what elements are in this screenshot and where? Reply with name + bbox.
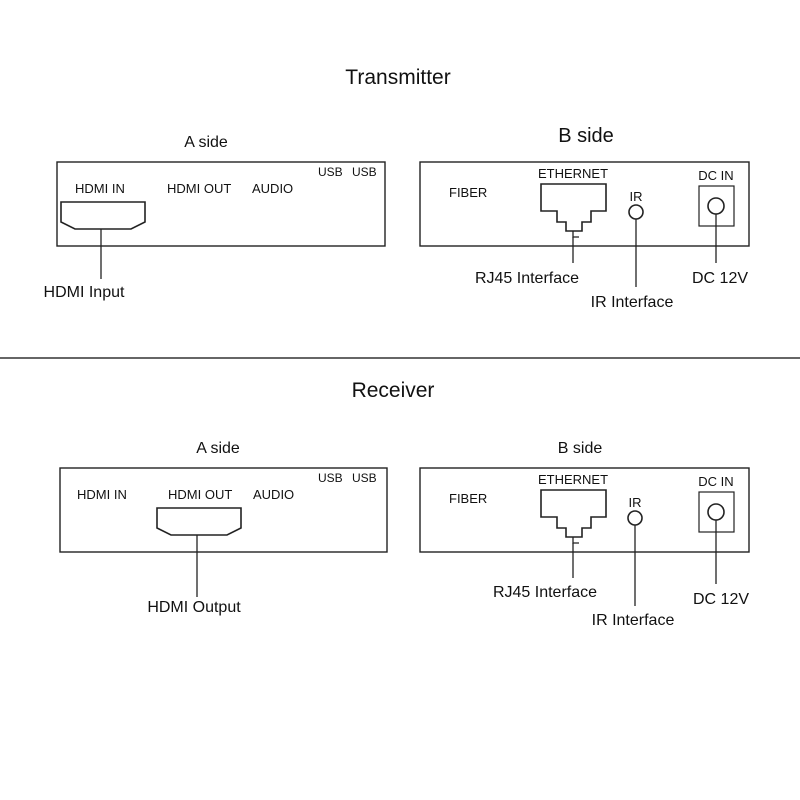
- tx-hdmi-input-callout: HDMI Input: [44, 284, 125, 301]
- tx-hdmi-in-label: HDMI IN: [75, 181, 125, 196]
- rx-a-side-title: A side: [196, 440, 240, 457]
- rx-rj45-port: [540, 489, 607, 538]
- tx-a-side-title: A side: [184, 134, 228, 151]
- rx-rj45-tab: [572, 537, 579, 544]
- rx-dc-in-label: DC IN: [698, 474, 733, 489]
- tx-ir-callout: IR Interface: [591, 294, 674, 311]
- rx-ethernet-label: ETHERNET: [538, 472, 608, 487]
- tx-ir-port: [628, 204, 644, 220]
- receiver-title: Receiver: [352, 379, 435, 402]
- tx-dc-in-label: DC IN: [698, 168, 733, 183]
- tx-fiber-label: FIBER: [449, 185, 487, 200]
- rx-hdmi-out-label: HDMI OUT: [168, 487, 232, 502]
- tx-dc-in-jack: [707, 197, 725, 215]
- rx-ir-callout: IR Interface: [592, 612, 675, 629]
- rx-usb-label-1: USB: [318, 471, 343, 485]
- tx-usb-label-2: USB: [352, 165, 377, 179]
- tx-rj45-callout: RJ45 Interface: [475, 270, 579, 287]
- rx-hdmi-in-label: HDMI IN: [77, 487, 127, 502]
- rx-audio-label: AUDIO: [253, 487, 294, 502]
- tx-ethernet-label: ETHERNET: [538, 166, 608, 181]
- tx-audio-label: AUDIO: [252, 181, 293, 196]
- rx-usb-label-2: USB: [352, 471, 377, 485]
- rx-rj45-callout: RJ45 Interface: [493, 584, 597, 601]
- tx-hdmi-in-port: [60, 201, 146, 230]
- tx-a-side-panel: [56, 161, 386, 247]
- tx-rj45-port: [540, 183, 607, 232]
- tx-rj45-tab: [572, 231, 579, 238]
- tx-b-side-panel: [419, 161, 750, 247]
- tx-b-side-title: B side: [558, 125, 614, 147]
- tx-hdmi-out-label: HDMI OUT: [167, 181, 231, 196]
- rx-hdmi-out-port: [156, 507, 242, 536]
- rx-b-side-title: B side: [558, 440, 603, 457]
- rx-hdmi-output-callout: HDMI Output: [147, 599, 241, 616]
- transmitter-title: Transmitter: [345, 66, 450, 89]
- rx-a-side-panel: [59, 467, 388, 553]
- rx-b-side-panel: [419, 467, 750, 553]
- rx-ir-port: [627, 510, 643, 526]
- tx-usb-label-1: USB: [318, 165, 343, 179]
- rx-dc-in-jack: [707, 503, 725, 521]
- rx-fiber-label: FIBER: [449, 491, 487, 506]
- rx-dc-callout: DC 12V: [693, 591, 749, 608]
- tx-ir-label: IR: [630, 189, 643, 204]
- rx-ir-label: IR: [629, 495, 642, 510]
- tx-dc-callout: DC 12V: [692, 270, 748, 287]
